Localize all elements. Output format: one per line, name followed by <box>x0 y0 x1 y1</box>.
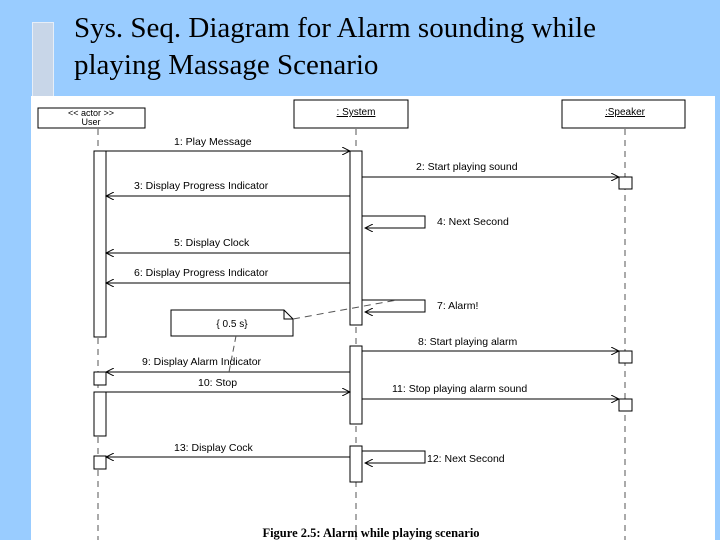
message-5-label: 5: Display Clock <box>174 237 250 249</box>
note-connector-lower <box>228 335 237 373</box>
message-7-label: 7: Alarm! <box>437 300 478 312</box>
activation-bars <box>93 150 633 483</box>
message-3-label: 3: Display Progress Indicator <box>134 180 269 192</box>
timing-note: { 0.5 s} <box>170 299 398 373</box>
figure-caption: Figure 2.5: Alarm while playing scenario <box>262 526 479 540</box>
lifeline-speaker-box <box>561 99 686 129</box>
slide-title: Sys. Seq. Diagram for Alarm sounding whi… <box>74 10 694 84</box>
note-connector-upper <box>292 299 398 320</box>
message-8-label: 8: Start playing alarm <box>418 336 517 348</box>
activation-speaker-3 <box>618 398 633 412</box>
sequence-diagram: << actor >> User : System :Speaker <box>37 99 686 540</box>
activation-user-2 <box>93 371 107 386</box>
lifeline-speaker-name: :Speaker <box>605 107 646 118</box>
lifeline-user-stereotype: << actor >> <box>68 108 114 118</box>
message-10-label: 10: Stop <box>198 377 237 389</box>
lifeline-system-box <box>293 99 409 129</box>
activation-user-1 <box>93 150 107 338</box>
message-6-label: 6: Display Progress Indicator <box>134 267 269 279</box>
sequence-diagram-panel: << actor >> User : System :Speaker <box>31 96 715 540</box>
lifeline-speaker: :Speaker <box>561 99 686 540</box>
note-text: { 0.5 s} <box>216 319 248 330</box>
activation-user-3 <box>93 391 107 437</box>
message-12-arrow <box>362 450 426 463</box>
slide-title-line-2: playing Massage Scenario <box>74 49 379 81</box>
title-accent-bar <box>32 22 54 104</box>
slide-title-line-1: Sys. Seq. Diagram for Alarm sounding whi… <box>74 12 596 44</box>
message-4-arrow <box>362 215 426 228</box>
message-2-label: 2: Start playing sound <box>416 161 518 173</box>
lifeline-user-box <box>37 107 146 129</box>
activation-system-1 <box>349 150 363 326</box>
message-1-label: 1: Play Message <box>174 136 252 148</box>
activation-speaker-1 <box>618 176 633 190</box>
message-11-label: 11: Stop playing alarm sound <box>392 383 527 395</box>
note-box <box>170 309 294 337</box>
lifeline-user: << actor >> User <box>37 107 146 540</box>
note-fold <box>283 310 293 320</box>
activation-system-2 <box>349 345 363 425</box>
activation-speaker-2 <box>618 350 633 364</box>
activation-user-4 <box>93 455 107 470</box>
message-4-label: 4: Next Second <box>437 216 509 228</box>
lifeline-user-name: User <box>81 117 100 127</box>
lifeline-system-name: : System <box>337 107 376 118</box>
message-13-label: 13: Display Cock <box>174 442 254 454</box>
message-7-arrow <box>362 299 426 312</box>
activation-system-3 <box>349 445 363 483</box>
message-9-label: 9: Display Alarm Indicator <box>142 356 262 368</box>
message-12-label: 12: Next Second <box>427 453 505 465</box>
